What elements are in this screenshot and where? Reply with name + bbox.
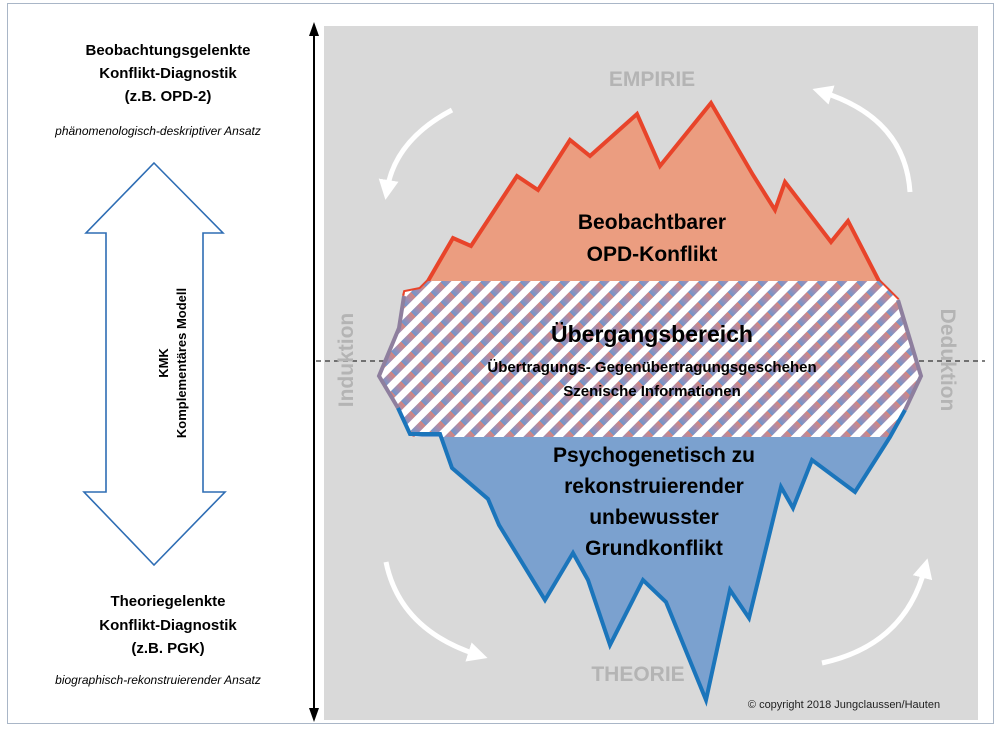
upper-zone-outline bbox=[402, 99, 900, 302]
arrow-label-model: Komplementäres Modell bbox=[174, 288, 189, 438]
lower-zone-line4: Grundkonflikt bbox=[585, 537, 723, 560]
middle-right-outline bbox=[896, 299, 924, 411]
cycle-arrow-bottom-left bbox=[383, 561, 488, 662]
upper-zone-line1: Beobachtbarer bbox=[578, 211, 726, 234]
lower-zone-outline bbox=[396, 407, 907, 707]
middle-left-outline bbox=[376, 295, 406, 410]
cycle-arrow-bottom-right bbox=[821, 558, 933, 666]
upper-zone-fill bbox=[428, 103, 879, 281]
copyright-notice: © copyright 2018 Jungclaussen/Hauten bbox=[748, 699, 940, 711]
lower-zone-line1: Psychogenetisch zu bbox=[553, 444, 755, 467]
middle-zone-line2: Szenische Informationen bbox=[563, 383, 741, 400]
label-deduktion: Deduktion bbox=[936, 309, 959, 412]
label-induktion: Induktion bbox=[335, 313, 358, 407]
middle-zone-line1: Übertragungs- Gegenübertragungsgeschehen bbox=[487, 359, 816, 376]
axis-arrowhead-up bbox=[309, 22, 319, 36]
middle-zone-title: Übergangsbereich bbox=[551, 321, 753, 347]
cycle-arrow-top-left bbox=[378, 107, 454, 200]
lower-zone-line3: unbewusster bbox=[589, 506, 719, 529]
middle-zone-fill bbox=[379, 281, 921, 437]
upper-zone-line2: OPD-Konflikt bbox=[587, 243, 718, 266]
bottom-subtitle: biographisch-rekonstruierender Ansatz bbox=[55, 673, 261, 687]
lower-zone-fill bbox=[413, 434, 890, 700]
label-empirie: EMPIRIE bbox=[609, 68, 695, 91]
arrow-label-kmk: KMK bbox=[156, 348, 171, 378]
axis-arrowhead-down bbox=[309, 708, 319, 722]
top-heading-line3: (z.B. OPD-2) bbox=[125, 88, 212, 105]
complementary-model-arrow bbox=[82, 161, 227, 567]
top-heading-line1: Beobachtungsgelenkte bbox=[85, 42, 250, 59]
figure-frame bbox=[7, 3, 994, 724]
top-heading-line2: Konflikt-Diagnostik bbox=[99, 65, 237, 82]
bottom-heading-line3: (z.B. PGK) bbox=[131, 640, 204, 657]
cycle-arrow-top-right bbox=[812, 85, 913, 193]
label-theorie: THEORIE bbox=[591, 663, 684, 686]
lower-zone-line2: rekonstruierender bbox=[564, 475, 744, 498]
bottom-heading-line1: Theoriegelenkte bbox=[110, 593, 225, 610]
bottom-heading-line2: Konflikt-Diagnostik bbox=[99, 617, 237, 634]
top-subtitle: phänomenologisch-deskriptiver Ansatz bbox=[54, 124, 261, 138]
